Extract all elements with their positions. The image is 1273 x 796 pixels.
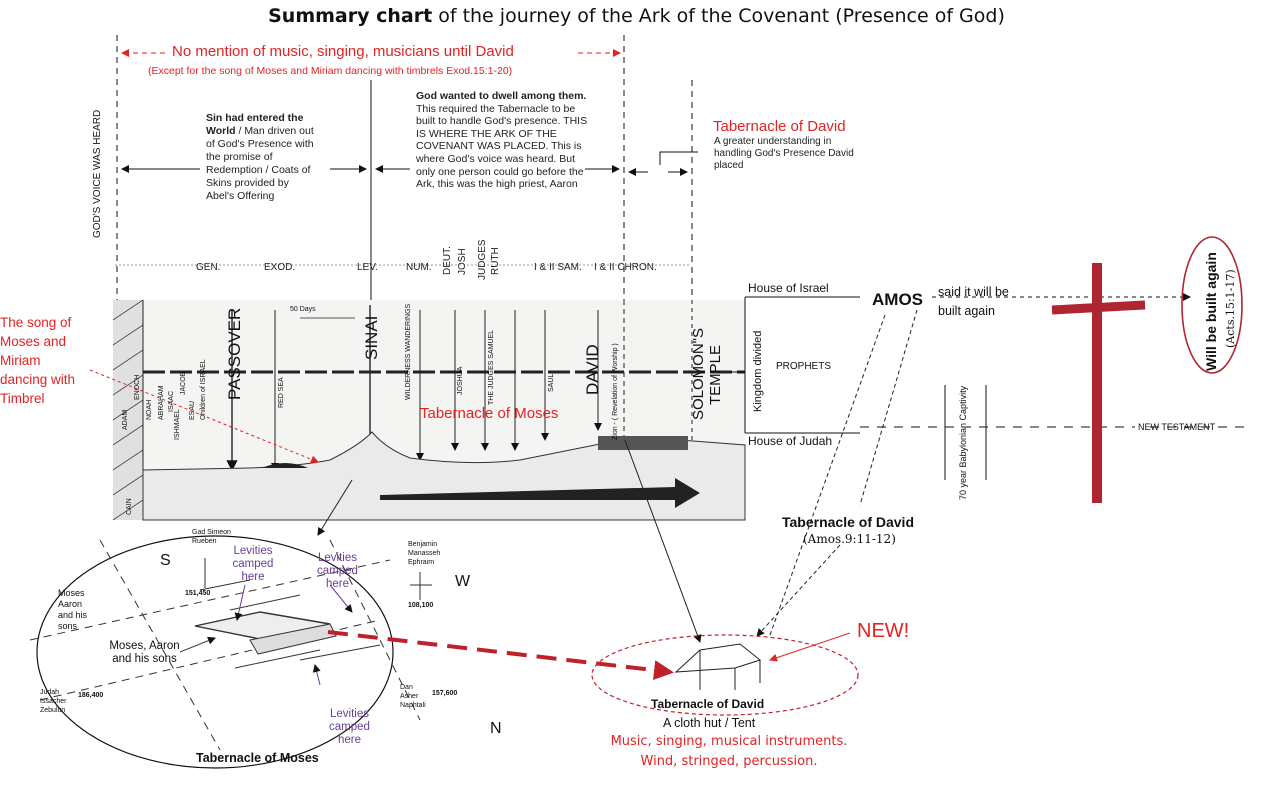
label-judges-samuel: THE JUDGES SAMUEL (488, 329, 495, 405)
label-50-days: 50 Days (290, 306, 316, 313)
camp-s: S (160, 552, 171, 569)
built-again-label: Will be built again (1203, 252, 1219, 371)
book-sam: I & II SAM. (534, 262, 582, 273)
camp-moses-aaron: Moses Aaron and his sons (58, 588, 88, 631)
book-num: NUM. (406, 262, 432, 273)
song-note: The song of Moses and Miriam dancing wit… (0, 315, 76, 406)
label-cain: CAIN (126, 498, 133, 515)
label-esau: ESAU (189, 400, 196, 420)
top-notice-line1: No mention of music, singing, musicians … (172, 43, 514, 60)
kingdom-divided: Kingdom divided (752, 330, 764, 412)
label-joshua: JOSHUA (457, 366, 464, 395)
new-testament: NEW TESTAMENT (1138, 422, 1216, 432)
dwell-note: God wanted to dwell among them. This req… (416, 90, 592, 191)
book-lev: LEV. (357, 262, 378, 273)
camp-gad: Gad Simeon Rueben (192, 529, 231, 545)
camp-moses-aaron-2: Moses, Aaron and his sons (109, 640, 180, 665)
book-josh: JOSH (457, 248, 468, 275)
camp-levities-1: Levities camped here (232, 545, 274, 583)
camp-dan: Dan Asher Naphtali (400, 684, 426, 709)
label-passover: PASSOVER (225, 307, 244, 400)
new-label: NEW! (857, 620, 910, 642)
label-noah: NOAH (146, 399, 153, 420)
house-israel: House of Israel (748, 281, 829, 295)
label-zion: Zion - ( Revelation of Worship ) (612, 343, 619, 440)
sin-note-bold: Sin had entered the World (206, 112, 304, 137)
gods-voice-label: GOD'S VOICE WAS HEARD (92, 109, 103, 238)
camp-dan-num: 157,600 (432, 690, 458, 697)
book-deut: DEUT. (442, 246, 453, 275)
book-exod: EXOD. (264, 262, 296, 273)
dwell-note-rest: This required the Tabernacle to be built… (416, 102, 588, 191)
book-judges: JUDGES (477, 239, 488, 280)
camp-w: W (455, 573, 471, 590)
amos-ref: (Amos.9:11-12) (803, 532, 896, 546)
tent-music-1: Music, singing, musical instruments. (610, 734, 848, 749)
camp-caption: Tabernacle of Moses (196, 751, 319, 765)
label-wilderness: WILDERNESS WANDERINGS (405, 303, 412, 400)
captivity-label: 70 year Babylonian Captivity (958, 385, 968, 500)
tab-david-top-text: A greater understanding in handling God'… (714, 136, 854, 171)
top-notice-line2: (Except for the song of Moses and Miriam… (148, 65, 513, 77)
label-solomon-2: TEMPLE (707, 344, 724, 405)
tab-moses-mid: Tabernacle of Moses (420, 405, 559, 422)
label-enoch: ENOCH (134, 374, 141, 400)
title-bold: Summary chart (268, 5, 433, 27)
camp-levities-3: Levities camped here (329, 708, 370, 746)
label-jacob: JACOB (180, 371, 187, 395)
camp-levities-2: Levities camped here (317, 552, 358, 590)
camp-n: N (490, 720, 502, 737)
book-gen: GEN. (196, 262, 221, 273)
label-abraham: ABRAHAM (158, 385, 165, 420)
house-judah: House of Judah (748, 434, 833, 448)
sin-note-rest: / Man driven out of God's Presence with … (206, 125, 314, 202)
camp-gad-num: 151,450 (185, 590, 211, 597)
amos-said: said it will be built again (938, 285, 1009, 318)
label-ishmael: ISHMAEL (174, 409, 181, 440)
sin-note: Sin had entered the World / Man driven o… (206, 112, 316, 203)
title-rest: of the journey of the Ark of the Covenan… (432, 5, 1005, 27)
page-title: Summary chart of the journey of the Ark … (0, 5, 1273, 27)
label-solomon-1: SOLOMON"S (690, 327, 707, 420)
amos-label: AMOS (872, 290, 923, 309)
label-saul: SAUL (548, 373, 555, 392)
book-ruth: RUTH (490, 247, 501, 275)
label-adam: ADAM (122, 409, 129, 430)
tent-music-2: Wind, stringed, percussion. (640, 754, 818, 769)
dwell-note-bold: God wanted to dwell among them. (416, 90, 587, 102)
label-children-israel: Children of ISRAEL (200, 359, 207, 420)
camp-judah-num: 186,400 (78, 692, 104, 699)
book-chron: I & II CHRON. (594, 262, 657, 273)
camp-judah: Judah Issacher Zebulun (40, 689, 67, 714)
camp-benjamin: Benjamin Manasseh Ephraim (408, 541, 441, 566)
prophets-label: PROPHETS (776, 361, 832, 372)
tent-sub: A cloth hut / Tent (663, 716, 756, 730)
tab-david-right: Tabernacle of David (782, 514, 915, 530)
acts-ref: (Acts.15:1-17) (1224, 269, 1237, 348)
tab-david-top-title: Tabernacle of David (713, 118, 846, 135)
tent-title: Tabernacle of David (651, 697, 765, 711)
camp-benj-num: 108,100 (408, 602, 434, 609)
label-sinai: SINAI (362, 315, 381, 360)
label-red-sea: RED SEA (278, 377, 285, 408)
label-david: DAVID (583, 344, 602, 395)
